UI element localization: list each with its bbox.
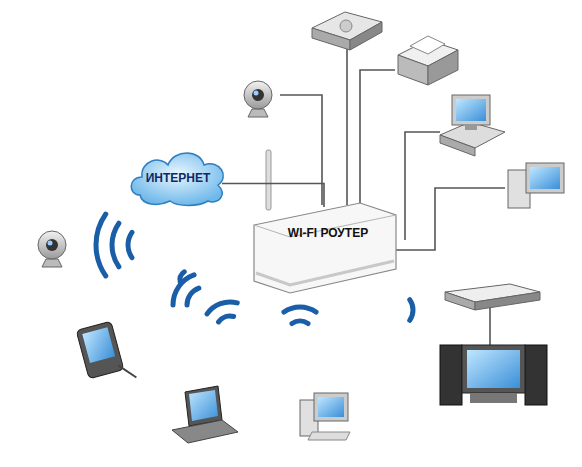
wifi-arc: [180, 272, 184, 283]
pc2-wire: [395, 188, 505, 250]
printer: [398, 36, 458, 85]
webcam: [38, 231, 66, 267]
wifi-arc: [219, 316, 234, 322]
media-wire: [489, 305, 491, 345]
wifi-arc: [292, 321, 308, 324]
wifi-arc: [128, 232, 132, 257]
media-center: [440, 284, 547, 405]
wifi-arc: [96, 214, 106, 276]
desktop-computer: [300, 393, 350, 440]
wifi-arc: [284, 307, 316, 312]
printer-wire: [360, 70, 395, 205]
network-link: [222, 183, 324, 207]
wired-links: [280, 48, 505, 345]
hard-drive: [312, 12, 382, 50]
node-label: ИНТЕРНЕТ: [146, 171, 211, 185]
webcam: [244, 81, 272, 117]
desktop-computer: [440, 95, 505, 156]
router-outline: [250, 195, 398, 295]
node-label: WI-FI РОУТЕР: [288, 226, 368, 240]
router-box: WI-FI РОУТЕР: [250, 195, 398, 295]
wifi-arc: [173, 275, 194, 305]
router-antenna: [266, 150, 271, 210]
pda: [76, 319, 136, 390]
wifi-arc: [410, 300, 413, 321]
internet-cloud: ИНТЕРНЕТ: [128, 145, 228, 207]
desktop-computer: [508, 163, 564, 208]
webcam-wire: [280, 95, 322, 205]
wifi-arc: [112, 223, 119, 267]
hdd-wire: [346, 48, 348, 205]
wifi-arc: [187, 288, 199, 305]
wifi-arc: [207, 302, 237, 314]
laptop: [172, 386, 238, 443]
